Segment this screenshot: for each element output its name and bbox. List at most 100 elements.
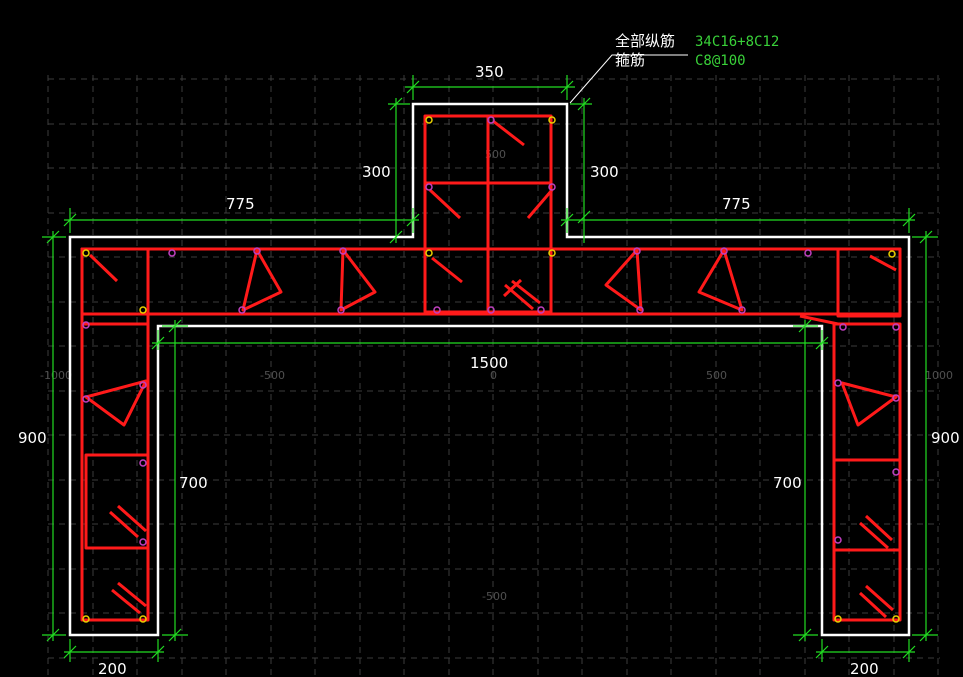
stirrup-right-link[interactable] (799, 314, 839, 326)
stirrup-right-leg[interactable] (832, 322, 902, 622)
rebar-dot-22[interactable] (139, 306, 147, 314)
stirrup-flange-main[interactable] (80, 247, 902, 316)
tie-triangle-1[interactable] (241, 248, 283, 312)
dim-tick-top-right (560, 80, 574, 94)
concrete-section-outline[interactable] (68, 102, 911, 637)
axis-label-x-0: 0 (490, 369, 497, 382)
hook-right-top[interactable] (869, 254, 897, 272)
dim-tick-775-left-b (406, 213, 420, 227)
hook-web-mid4[interactable] (504, 283, 534, 311)
rebar-dot-5[interactable] (548, 249, 556, 257)
rebar-dot-19[interactable] (548, 116, 556, 124)
rebar-dot-37[interactable] (892, 615, 900, 623)
rebar-dot-15[interactable] (636, 306, 644, 314)
rebar-dot-17[interactable] (425, 116, 433, 124)
rebar-dot-18[interactable] (487, 116, 495, 124)
dimension-texts: 350 300 300 775 775 1500 900 900 700 700… (18, 63, 960, 677)
rebar-dot-21[interactable] (548, 183, 556, 191)
axis-label-x-neg500: -500 (260, 369, 285, 382)
tie-triangle-3[interactable] (604, 248, 643, 312)
hook-web-mid3[interactable] (511, 279, 541, 305)
dim-text-right-leg: 700 (773, 474, 802, 492)
tie-triangle-2[interactable] (339, 248, 377, 312)
hook-left-a[interactable] (109, 510, 139, 539)
dim-tick-700-left-b (168, 628, 182, 642)
rebar-dot-33[interactable] (834, 379, 842, 387)
hook-right-a[interactable] (864, 514, 894, 542)
rebar-dot-36[interactable] (834, 615, 842, 623)
rebar-dot-29[interactable] (139, 538, 147, 546)
longitudinal-bars[interactable] (82, 116, 900, 623)
dim-tick-900-left-b (46, 628, 60, 642)
dimension-lines (42, 75, 938, 662)
axis-label-x-500: 500 (706, 369, 727, 382)
dim-tick-300-left-b (389, 230, 403, 244)
hook-right-d[interactable] (858, 591, 888, 619)
rebar-dot-24[interactable] (892, 323, 900, 331)
hook-web-right[interactable] (526, 189, 554, 219)
hook-left-c[interactable] (111, 588, 141, 615)
dim-tick-200-left-b (151, 645, 165, 659)
hook-left-b[interactable] (117, 504, 147, 533)
annotation-leader (569, 54, 688, 104)
axis-label-x-neg1000: -1000 (40, 369, 72, 382)
dim-tick-1500-a (151, 336, 165, 350)
hook-left-d[interactable] (117, 581, 147, 608)
rebar-dot-4[interactable] (425, 249, 433, 257)
rebar-dot-23[interactable] (82, 321, 90, 329)
stirrup-value: C8@100 (695, 53, 746, 69)
rebar-dot-26[interactable] (82, 395, 90, 403)
dim-text-top-width: 350 (475, 63, 504, 81)
hook-web-mid2[interactable] (502, 278, 523, 298)
dim-tick-700-right-a (798, 319, 812, 333)
longitudinal-label: 全部纵筋 (615, 32, 675, 50)
dim-tick-900-left-a (46, 230, 60, 244)
rebar-dot-25[interactable] (839, 323, 847, 331)
hook-web-mid1[interactable] (431, 256, 463, 284)
tie-triangle-right[interactable] (840, 381, 898, 427)
hook-right-c[interactable] (865, 584, 894, 612)
rebar-dot-35[interactable] (834, 536, 842, 544)
hook-right-b[interactable] (859, 521, 889, 550)
rebar-dot-14[interactable] (537, 306, 545, 314)
stirrup-left-corner[interactable] (80, 247, 150, 326)
rebar-dot-20[interactable] (425, 183, 433, 191)
dim-tick-300-left-a (389, 97, 403, 111)
rebar-dot-16[interactable] (738, 306, 746, 314)
dim-tick-top-left (406, 80, 420, 94)
rebar-dot-11[interactable] (337, 306, 345, 314)
rebar-dot-1[interactable] (168, 249, 176, 257)
rebar-dot-32[interactable] (892, 394, 900, 402)
tie-triangle-left[interactable] (84, 379, 148, 427)
rebar-dot-30[interactable] (82, 615, 90, 623)
rebar-dot-34[interactable] (892, 468, 900, 476)
dim-text-left-height: 900 (18, 429, 47, 447)
rebar-dot-28[interactable] (139, 459, 147, 467)
axis-labels: -1000 -500 0 500 1000 500 -500 (40, 148, 953, 603)
rebar-dot-13[interactable] (487, 306, 495, 314)
rebar-dot-6[interactable] (633, 247, 641, 255)
rebar-dot-2[interactable] (253, 247, 261, 255)
rebar-dot-27[interactable] (139, 381, 147, 389)
rebar-dot-10[interactable] (238, 306, 246, 314)
hook-left-top[interactable] (88, 253, 119, 283)
dim-text-left-bottom: 200 (98, 660, 127, 677)
hook-web-left[interactable] (428, 188, 462, 220)
dim-tick-300-right-a (577, 97, 591, 111)
rebar-dot-3[interactable] (339, 247, 347, 255)
reinforcement-annotation: 全部纵筋 34C16+8C12 箍筋 C8@100 (615, 32, 779, 69)
hook-web-top[interactable] (492, 119, 525, 147)
rebar-dot-9[interactable] (888, 250, 896, 258)
rebar-dot-31[interactable] (139, 615, 147, 623)
rebar-dot-0[interactable] (82, 249, 90, 257)
tie-triangle-4[interactable] (697, 248, 744, 312)
stirrup-left-lower[interactable] (84, 453, 150, 550)
rebar-dot-8[interactable] (804, 249, 812, 257)
rebar-dot-7[interactable] (720, 247, 728, 255)
rebar-dot-12[interactable] (433, 306, 441, 314)
stirrup-right-lower[interactable] (832, 458, 902, 552)
stirrup-right-end[interactable] (836, 247, 902, 318)
dim-tick-300-right-b (577, 210, 591, 224)
dim-tick-200-right-b (902, 645, 916, 659)
